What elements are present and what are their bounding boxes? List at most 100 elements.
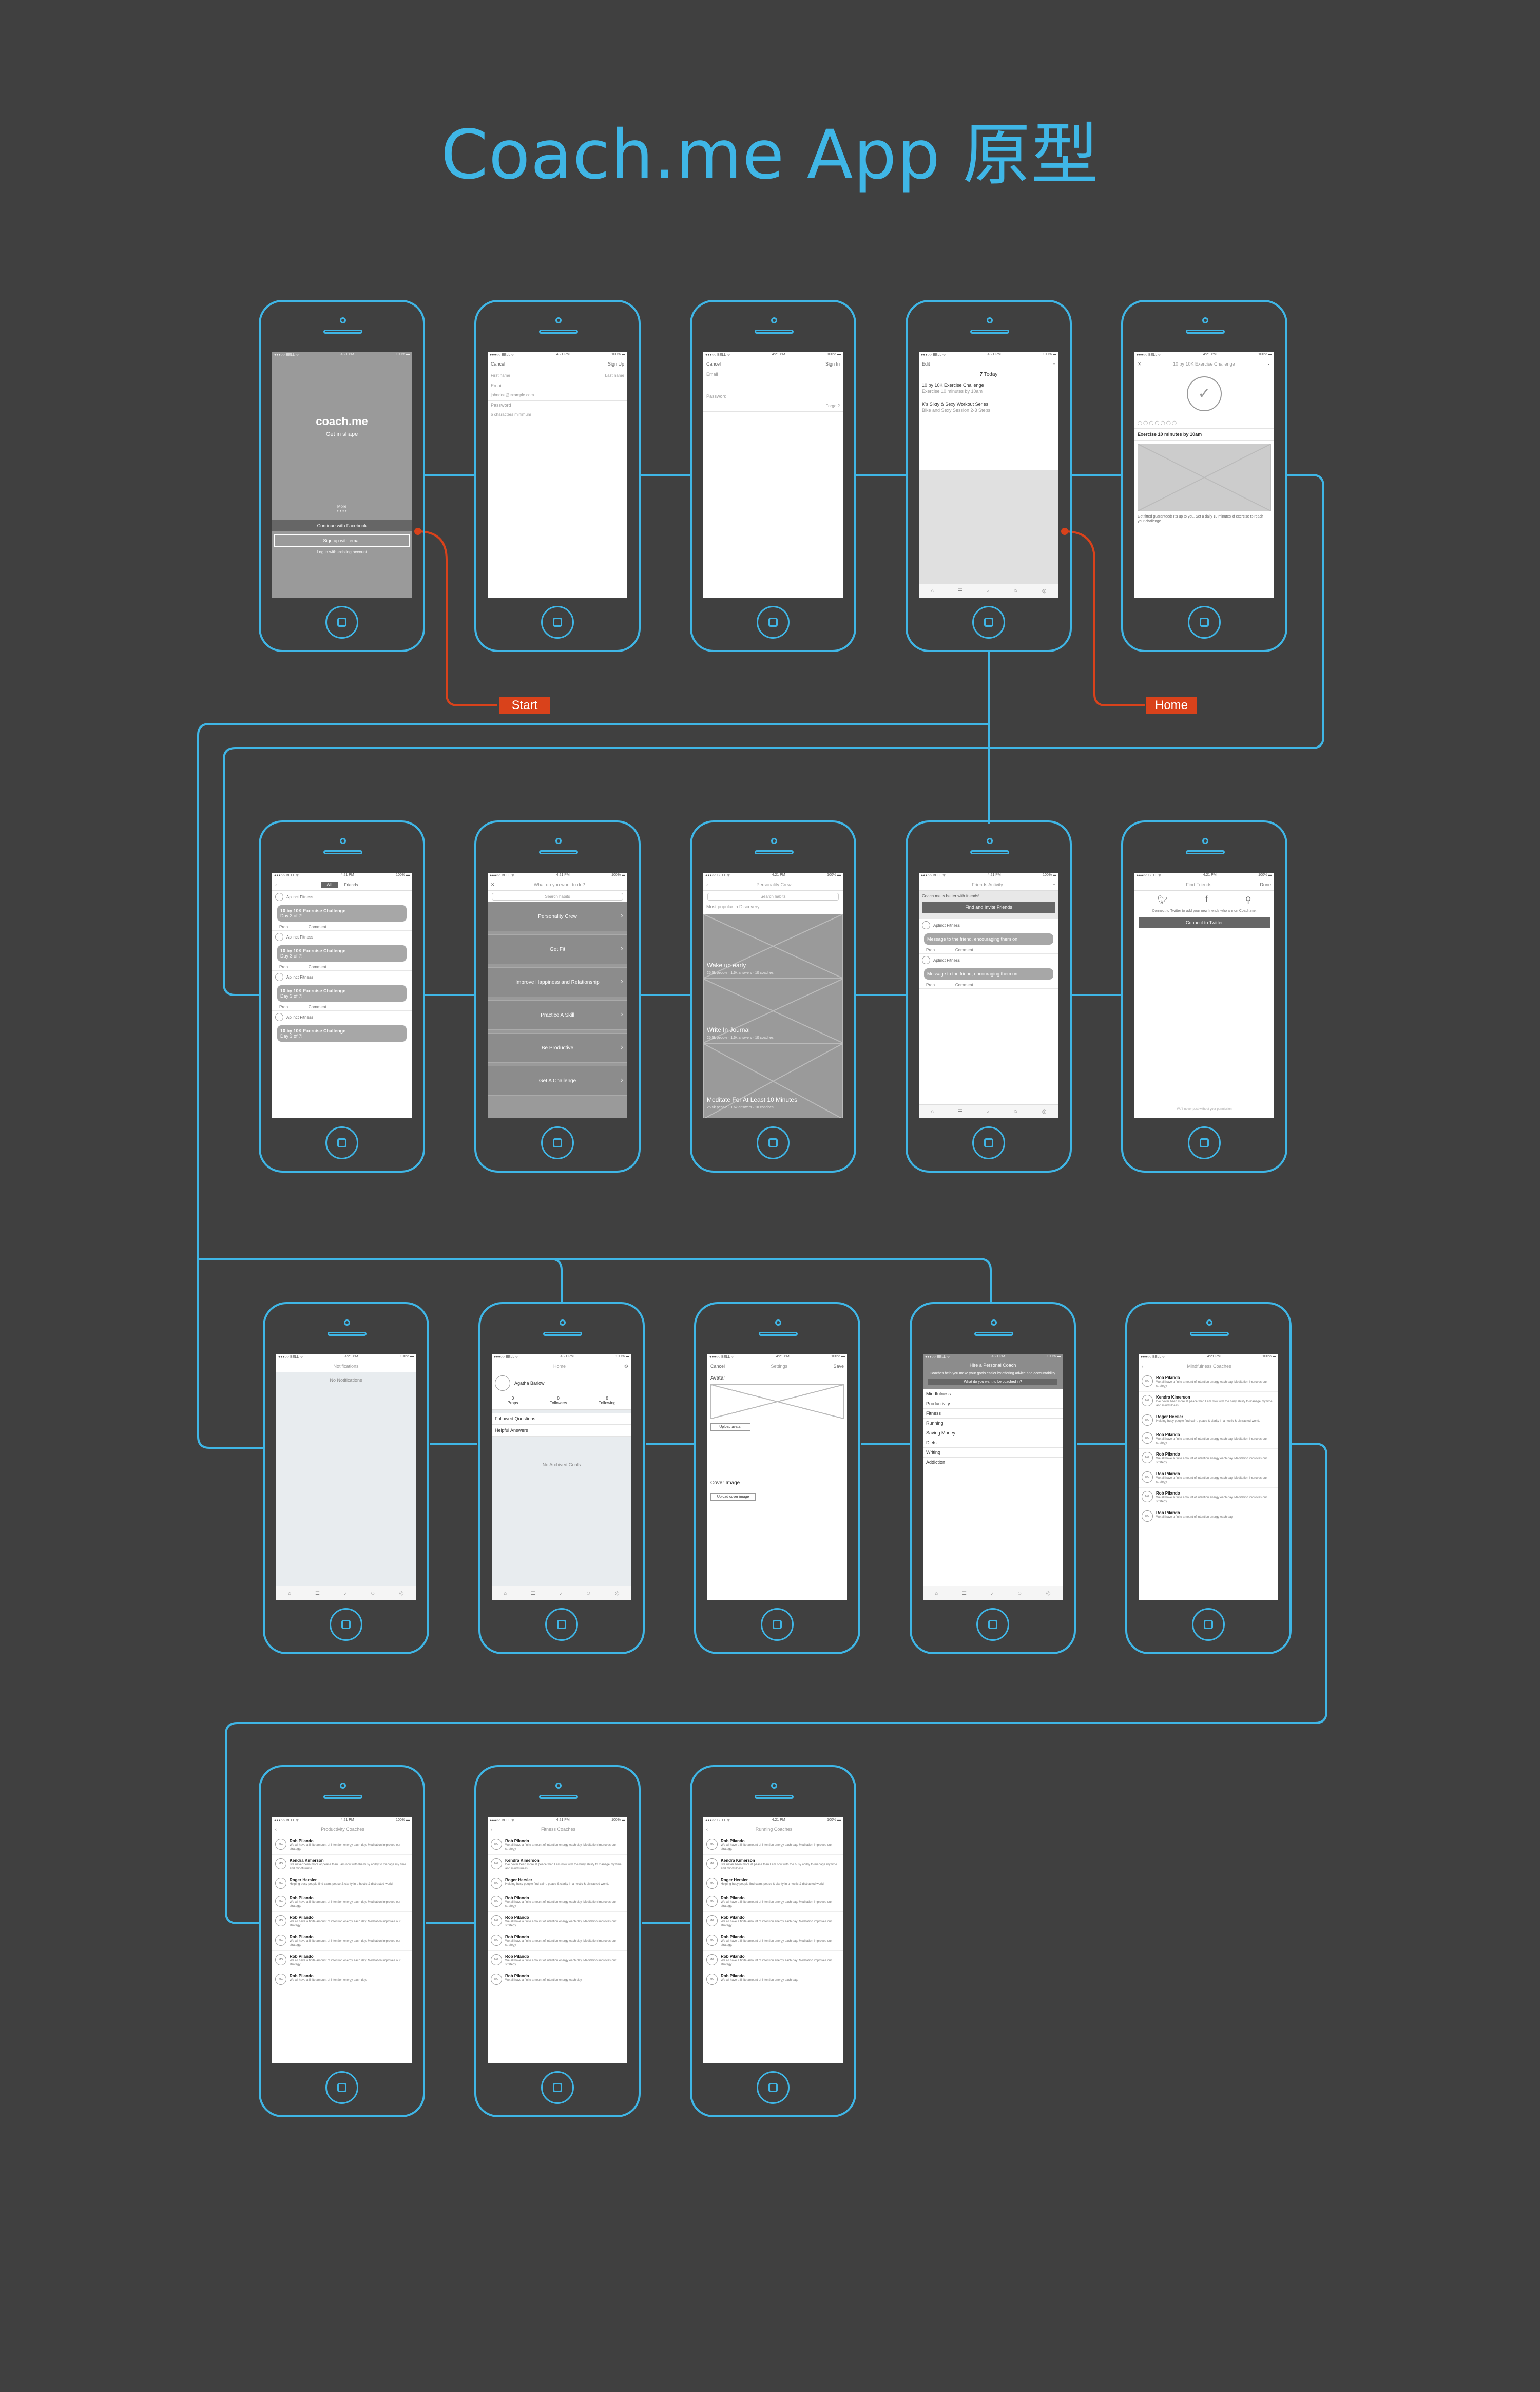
- tab-all[interactable]: All: [320, 881, 338, 888]
- more-icon[interactable]: ⋯: [1266, 361, 1271, 367]
- edit-button[interactable]: Edit: [922, 361, 930, 367]
- back-icon[interactable]: ‹: [275, 882, 277, 887]
- search-input[interactable]: Search habits: [707, 893, 839, 901]
- close-icon[interactable]: ✕: [491, 882, 495, 887]
- topic-item[interactable]: Writing: [923, 1448, 1063, 1458]
- back-icon[interactable]: ‹: [491, 1827, 492, 1832]
- email-field[interactable]: johndoe@example.com: [488, 390, 627, 401]
- close-icon[interactable]: ✕: [1138, 361, 1142, 367]
- category-personality[interactable]: Personality Crew: [488, 902, 627, 931]
- splash-more[interactable]: More: [337, 504, 347, 509]
- upload-avatar-button[interactable]: Upload avatar: [710, 1423, 750, 1431]
- login-link[interactable]: Log in with existing account: [317, 550, 367, 554]
- topic-item[interactable]: Running: [923, 1419, 1063, 1428]
- back-icon[interactable]: ‹: [1142, 1364, 1143, 1369]
- home-tab-icon[interactable]: ⌂: [931, 588, 934, 594]
- facebook-icon[interactable]: f: [1205, 895, 1208, 904]
- cancel-button[interactable]: Cancel: [710, 1364, 725, 1369]
- topic-item[interactable]: Addiction: [923, 1458, 1063, 1467]
- cancel-button[interactable]: Cancel: [491, 361, 506, 367]
- helpful-answers-link[interactable]: Helpful Answers: [492, 1425, 631, 1437]
- back-icon[interactable]: ‹: [706, 1827, 708, 1832]
- category-challenge[interactable]: Get A Challenge: [488, 1066, 627, 1096]
- category-skill[interactable]: Practice A Skill: [488, 1000, 627, 1030]
- twitter-icon[interactable]: 🐦︎: [1157, 896, 1168, 905]
- email-signup-button[interactable]: Sign up with email: [274, 534, 410, 547]
- search-icon[interactable]: ⚲: [1245, 896, 1252, 905]
- done-button[interactable]: Done: [1260, 882, 1271, 887]
- gear-icon[interactable]: ⚙: [624, 1363, 628, 1369]
- category-productive[interactable]: Be Productive: [488, 1033, 627, 1063]
- search-input[interactable]: Search habits: [492, 893, 623, 901]
- find-friends-button[interactable]: Find and Invite Friends: [922, 902, 1055, 913]
- topic-item[interactable]: Diets: [923, 1438, 1063, 1448]
- category-fit[interactable]: Get Fit: [488, 934, 627, 964]
- topic-item[interactable]: Saving Money: [923, 1428, 1063, 1438]
- followed-questions-link[interactable]: Followed Questions: [492, 1413, 631, 1425]
- twitter-connect-button[interactable]: Connect to Twitter: [1139, 917, 1270, 928]
- add-icon[interactable]: +: [1052, 882, 1055, 887]
- cancel-button[interactable]: Cancel: [706, 361, 721, 367]
- category-happiness[interactable]: Improve Happiness and Relationship: [488, 967, 627, 997]
- bell-tab-icon[interactable]: ♪: [986, 588, 989, 594]
- checkmark-icon[interactable]: ✓: [1187, 376, 1222, 411]
- forgot-link[interactable]: Forgot?: [825, 404, 840, 408]
- back-icon[interactable]: ‹: [706, 882, 708, 887]
- back-icon[interactable]: ‹: [275, 1827, 277, 1832]
- list-tab-icon[interactable]: ☰: [957, 588, 962, 594]
- prop-button[interactable]: Prop: [279, 925, 288, 929]
- save-button[interactable]: Save: [833, 1364, 844, 1369]
- facebook-button[interactable]: Continue with Facebook: [272, 520, 412, 531]
- topic-item[interactable]: Mindfulness: [923, 1389, 1063, 1399]
- signin-button[interactable]: Sign In: [825, 361, 840, 367]
- user-tab-icon[interactable]: ☺: [1013, 588, 1018, 594]
- password-field[interactable]: Forgot?: [703, 400, 843, 412]
- topic-item[interactable]: Fitness: [923, 1409, 1063, 1419]
- email-field[interactable]: [703, 378, 843, 392]
- comment-button[interactable]: Comment: [308, 925, 326, 929]
- signup-button[interactable]: Sign Up: [607, 361, 624, 367]
- password-field[interactable]: 6 characters minimum: [488, 409, 627, 420]
- video-placeholder[interactable]: [1138, 444, 1271, 511]
- tab-friends[interactable]: Friends: [337, 881, 365, 888]
